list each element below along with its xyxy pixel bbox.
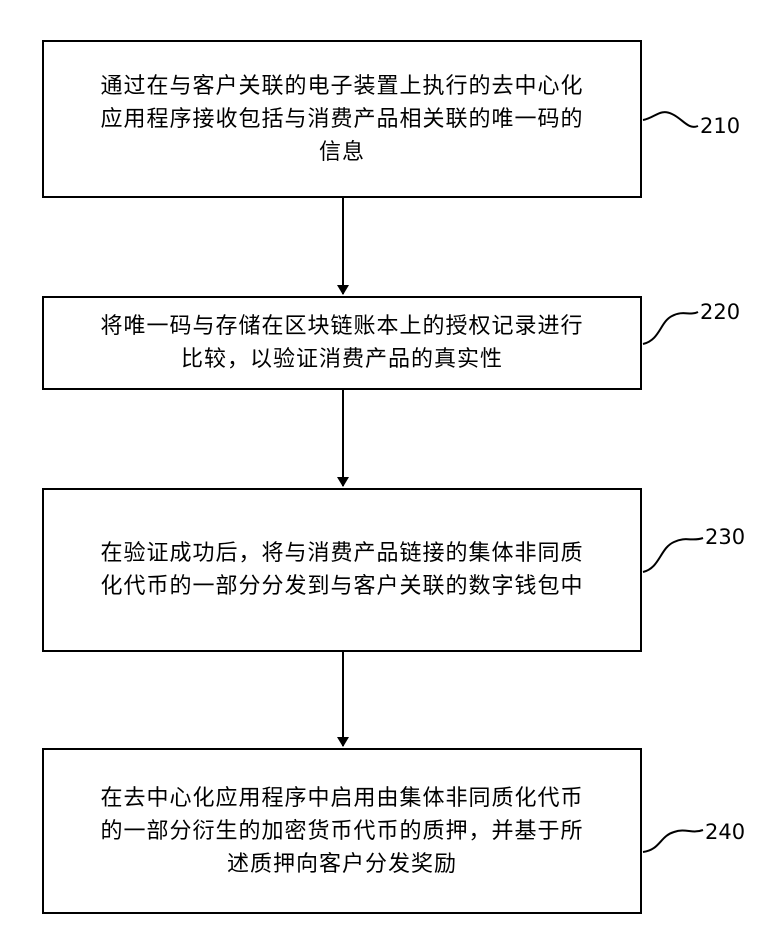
step-box-240: 在去中心化应用程序中启用由集体非同质化代币 的一部分衍生的加密货币代币的质押，并… <box>42 748 642 914</box>
step-label-220: 220 <box>700 300 740 324</box>
step-label-210: 210 <box>700 114 740 138</box>
leader-230 <box>643 538 703 572</box>
step-label-230: 230 <box>705 525 745 549</box>
step-box-230: 在验证成功后，将与消费产品链接的集体非同质 化代币的一部分分发到与客户关联的数字… <box>42 488 642 652</box>
step-text-line: 信息 <box>100 136 583 169</box>
step-box-210: 通过在与客户关联的电子装置上执行的去中心化 应用程序接收包括与消费产品相关联的唯… <box>42 40 642 198</box>
step-text-line: 化代币的一部分分发到与客户关联的数字钱包中 <box>100 570 583 603</box>
step-text-line: 应用程序接收包括与消费产品相关联的唯一码的 <box>100 103 583 136</box>
step-text-line: 在验证成功后，将与消费产品链接的集体非同质 <box>100 537 583 570</box>
step-text-240: 在去中心化应用程序中启用由集体非同质化代币 的一部分衍生的加密货币代币的质押，并… <box>76 782 607 881</box>
step-text-line: 将唯一码与存储在区块链账本上的授权记录进行 <box>100 310 583 343</box>
step-text-line: 在去中心化应用程序中启用由集体非同质化代币 <box>100 782 583 815</box>
step-text-line: 通过在与客户关联的电子装置上执行的去中心化 <box>100 70 583 103</box>
step-text-230: 在验证成功后，将与消费产品链接的集体非同质 化代币的一部分分发到与客户关联的数字… <box>76 537 607 603</box>
step-box-220: 将唯一码与存储在区块链账本上的授权记录进行 比较，以验证消费产品的真实性 <box>42 296 642 390</box>
step-label-240: 240 <box>705 820 745 844</box>
leader-220 <box>643 312 698 344</box>
step-text-210: 通过在与客户关联的电子装置上执行的去中心化 应用程序接收包括与消费产品相关联的唯… <box>76 70 607 169</box>
step-text-line: 的一部分衍生的加密货币代币的质押，并基于所 <box>100 815 583 848</box>
step-text-line: 比较，以验证消费产品的真实性 <box>100 343 583 376</box>
step-text-220: 将唯一码与存储在区块链账本上的授权记录进行 比较，以验证消费产品的真实性 <box>76 310 607 376</box>
step-text-line: 述质押向客户分发奖励 <box>100 848 583 881</box>
leader-240 <box>643 830 703 852</box>
leader-210 <box>643 112 698 127</box>
